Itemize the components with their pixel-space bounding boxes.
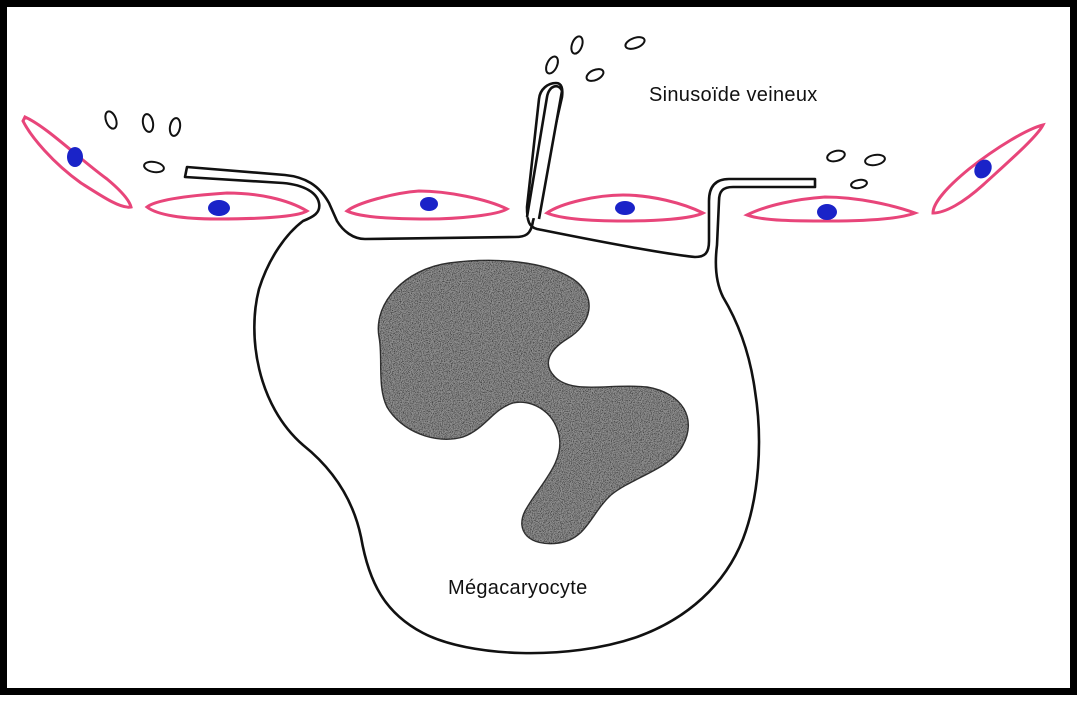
- endothelial-cell-6: [933, 125, 1043, 213]
- endothelial-cell-1: [23, 117, 131, 207]
- endothelial-cell-2: [147, 193, 307, 219]
- platelets-left: [103, 110, 181, 174]
- endothelial-cell-5: [747, 197, 915, 221]
- platelets-top: [544, 35, 646, 84]
- endothelial-cell-4: [547, 195, 703, 221]
- sinusoid-label: Sinusoïde veineux: [649, 84, 818, 107]
- endothelial-cell-3: [347, 191, 507, 219]
- megakaryocyte-label: Mégacaryocyte: [448, 577, 588, 600]
- platelets-right: [826, 149, 886, 189]
